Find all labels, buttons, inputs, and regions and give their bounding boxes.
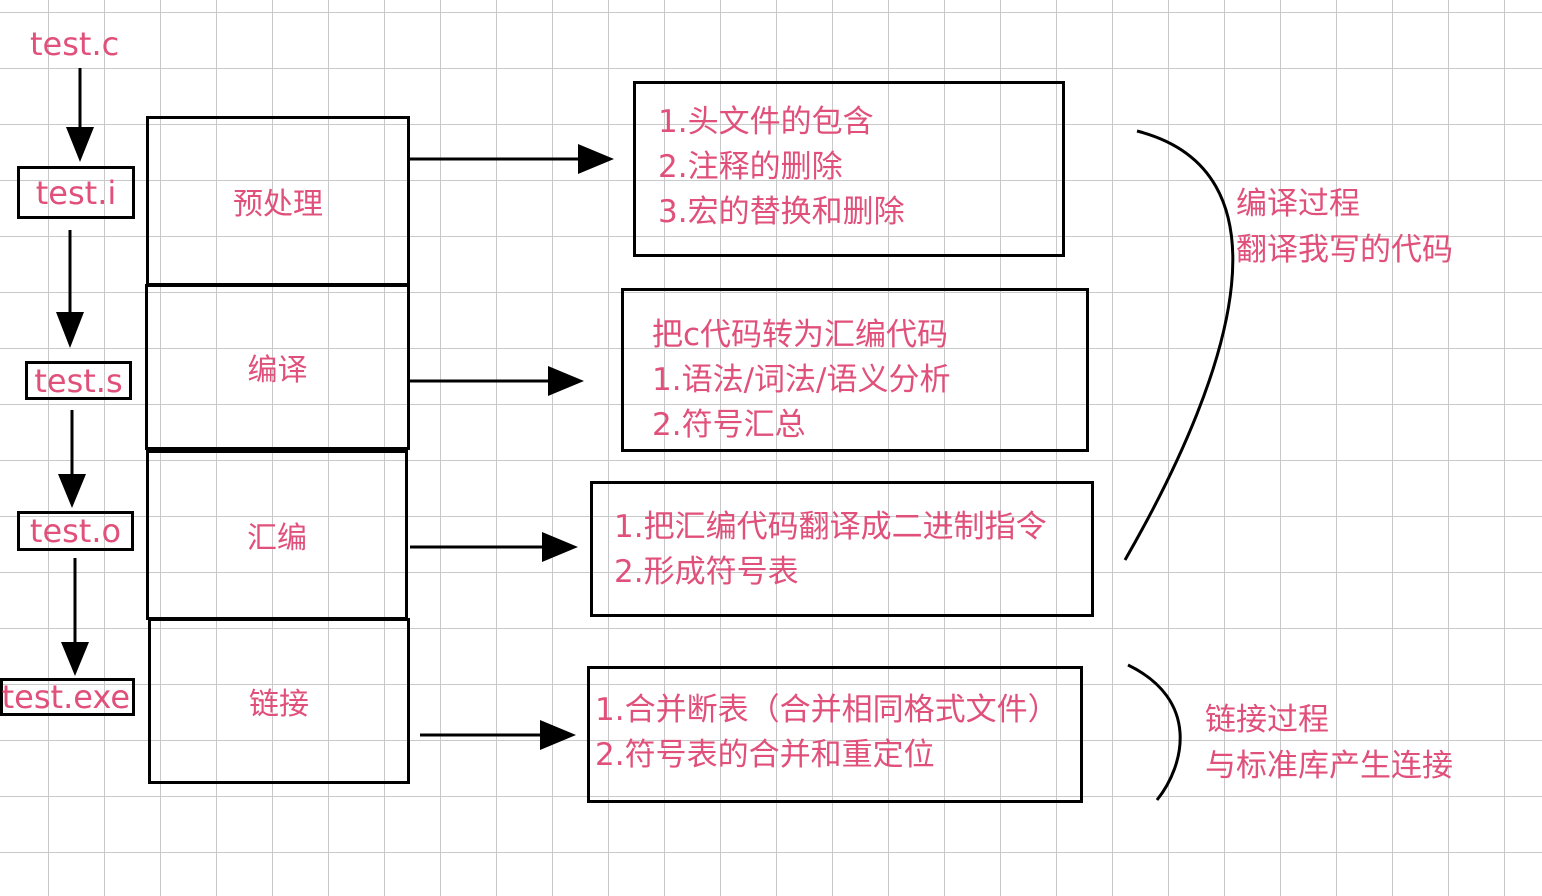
arrowhead-assemble-to-details	[542, 532, 578, 562]
file-test-c: test.c	[30, 25, 120, 63]
compile-details-box: 把c代码转为汇编代码 1.语法/词法/语义分析 2.符号汇总	[621, 288, 1089, 452]
stage-link: 链接	[148, 618, 410, 784]
file-test-i: test.i	[17, 166, 135, 219]
stage-assemble: 汇编	[146, 450, 408, 620]
compile-process-brace	[1123, 129, 1235, 561]
link-detail-1: 1.合并断表（合并相同格式文件）	[595, 692, 1059, 728]
arrowhead-link-to-details	[540, 720, 576, 750]
compile-detail-1: 把c代码转为汇编代码	[652, 317, 949, 353]
assemble-details-box: 1.把汇编代码翻译成二进制指令 2.形成符号表	[590, 481, 1094, 617]
preprocess-detail-1: 1.头文件的包含	[658, 104, 874, 140]
compile-detail-2: 1.语法/词法/语义分析	[652, 362, 951, 398]
link-process-brace	[1127, 663, 1182, 801]
file-test-o: test.o	[17, 511, 134, 551]
preprocess-detail-2: 2.注释的删除	[658, 149, 843, 185]
arrowhead-test-o-to-test-exe	[61, 642, 89, 676]
preprocess-detail-3: 3.宏的替换和删除	[658, 194, 905, 230]
stage-compile: 编译	[145, 284, 410, 450]
compile-process-note-title: 编译过程	[1236, 186, 1360, 222]
link-process-note-title: 链接过程	[1205, 702, 1329, 738]
arrowhead-test-c-to-test-i	[66, 127, 94, 162]
link-details-box: 1.合并断表（合并相同格式文件） 2.符号表的合并和重定位	[587, 666, 1083, 803]
arrowhead-preprocess-to-details	[578, 144, 614, 174]
file-flow-arrows	[56, 68, 94, 676]
preprocess-details-box: 1.头文件的包含 2.注释的删除 3.宏的替换和删除	[633, 81, 1065, 257]
compile-detail-3: 2.符号汇总	[652, 407, 806, 443]
assemble-detail-2: 2.形成符号表	[614, 554, 799, 590]
compile-process-note-detail: 翻译我写的代码	[1236, 232, 1453, 268]
arrowhead-test-s-to-test-o	[58, 474, 86, 508]
stage-preprocess: 预处理	[146, 116, 410, 286]
file-test-exe: test.exe	[0, 678, 135, 716]
stage-to-detail-arrows	[410, 144, 614, 750]
link-process-note: 链接过程 与标准库产生连接	[1205, 697, 1453, 789]
arrowhead-test-i-to-test-s	[56, 312, 84, 348]
file-test-s: test.s	[25, 361, 132, 400]
assemble-detail-1: 1.把汇编代码翻译成二进制指令	[614, 509, 1047, 545]
compile-process-note: 编译过程 翻译我写的代码	[1236, 181, 1453, 273]
link-process-note-detail: 与标准库产生连接	[1205, 748, 1453, 784]
arrowhead-compile-to-details	[548, 366, 584, 396]
link-detail-2: 2.符号表的合并和重定位	[595, 737, 935, 773]
